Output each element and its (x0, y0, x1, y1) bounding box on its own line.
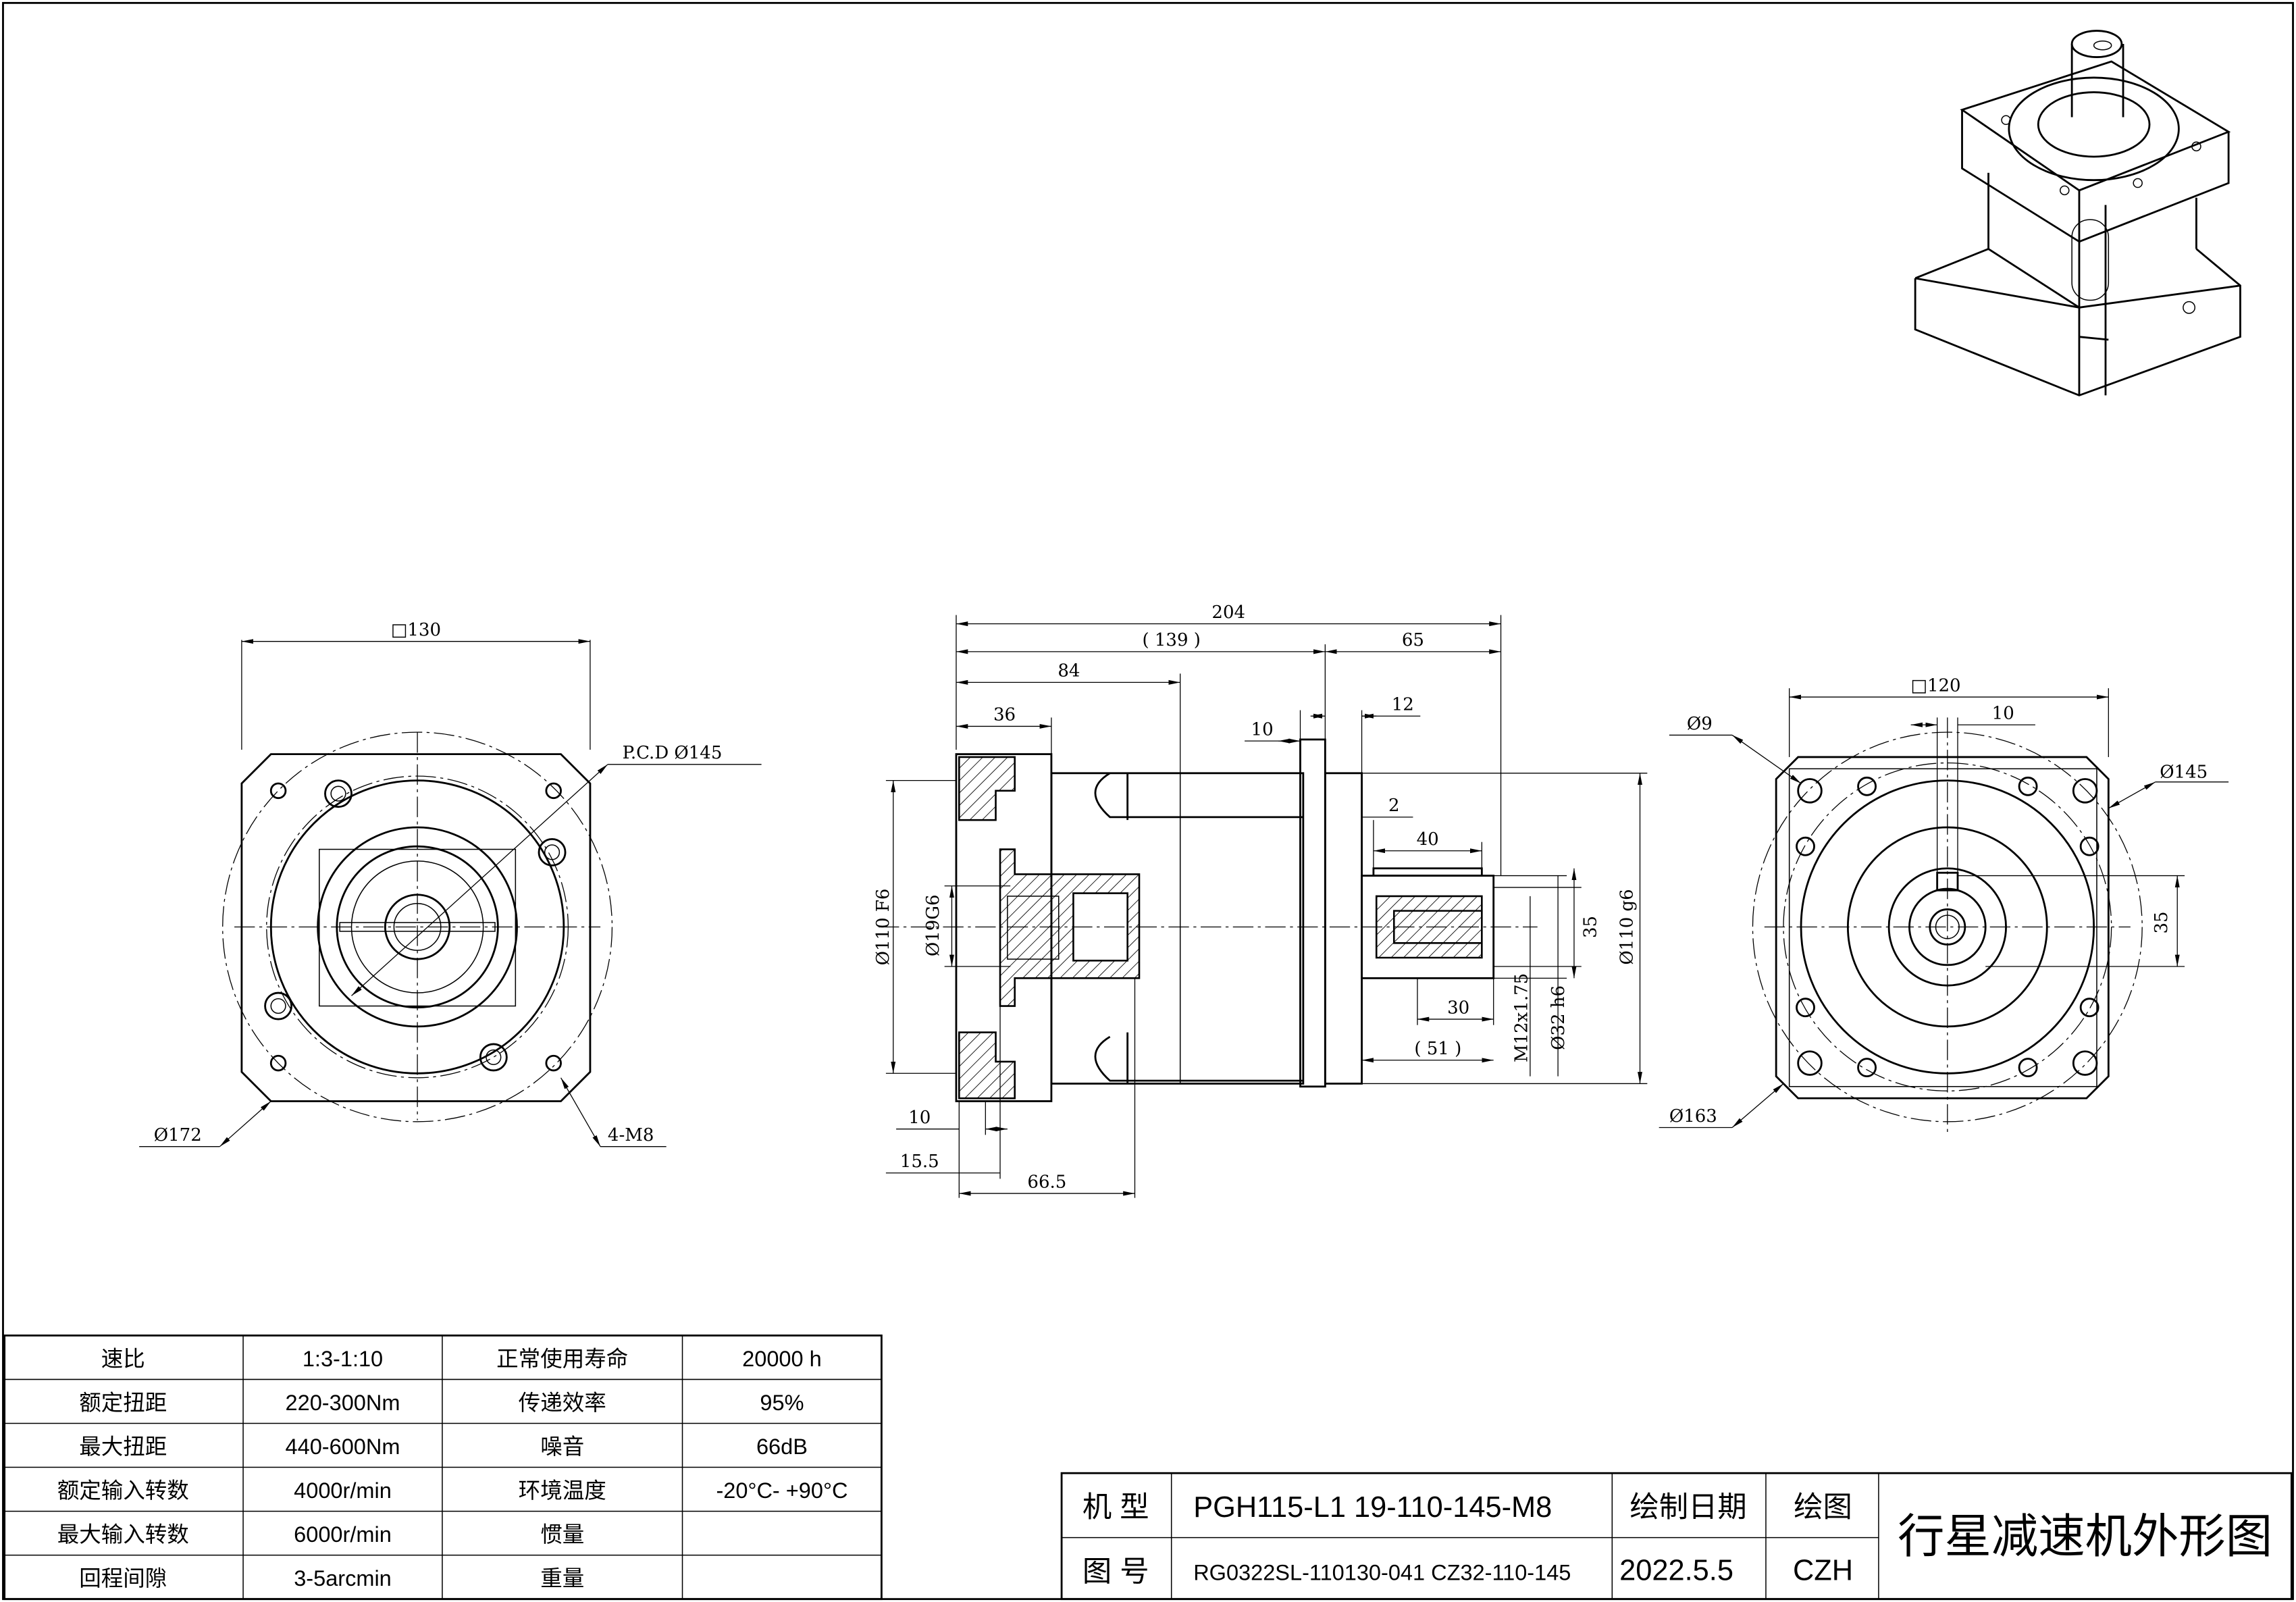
spec-value: 440-600Nm (286, 1435, 400, 1459)
gear-housing (1050, 772, 1305, 1085)
spec-value: 220-300Nm (286, 1391, 400, 1415)
dimensions-left: Ø110 F6 Ø19G6 (873, 779, 1011, 1074)
spec-value: -20°C- +90°C (716, 1478, 847, 1503)
spec-label: 回程间隙 (79, 1566, 167, 1591)
dim-bore: Ø19G6 (923, 894, 943, 956)
dim-10-top: 10 (1251, 719, 1274, 740)
drawing-title: 行星减速机外形图 (1898, 1509, 2272, 1562)
dim-tap: M12x1.75 (1512, 973, 1532, 1062)
dimensions-top: 204 ( 139 ) 65 84 36 10 12 2 40 (956, 602, 1502, 876)
spec-label: 正常使用寿命 (496, 1347, 628, 1371)
model-label: 机 型 (1082, 1491, 1149, 1524)
dim-15-5: 15.5 (900, 1152, 939, 1172)
spec-label: 额定扭距 (79, 1391, 167, 1415)
spec-value: 4000r/min (294, 1478, 392, 1503)
dim-84: 84 (1058, 661, 1080, 681)
dim-shaft: Ø32 h6 (1548, 985, 1569, 1050)
dim-pilot-out: Ø110 g6 (1617, 889, 1638, 964)
spec-label: 传递效率 (519, 1391, 606, 1415)
dimensions-right: 35 Ø110 g6 M12x1.75 Ø32 h6 (1325, 773, 1648, 1085)
drawing-no-value: RG0322SL-110130-041 CZ32-110-145 (1193, 1560, 1571, 1584)
spec-label: 噪音 (540, 1435, 584, 1459)
isometric-view (1914, 30, 2241, 396)
spec-label: 重量 (540, 1566, 584, 1591)
flange-square (240, 753, 592, 1102)
dim-30: 30 (1447, 998, 1469, 1018)
dim-10-bottom: 10 (908, 1108, 931, 1128)
spec-label: 惯量 (540, 1522, 584, 1547)
dim-12: 12 (1392, 695, 1414, 715)
date-value: 2022.5.5 (1619, 1554, 1733, 1586)
dim-shaft-ref: ( 51 ) (1414, 1039, 1461, 1059)
dim-rear-35: 35 (2151, 911, 2172, 933)
spec-value: 1:3-1:10 (303, 1347, 383, 1371)
spec-table: 速比 1:3-1:10 正常使用寿命 20000 h 额定扭距 220-300N… (3, 1334, 883, 1601)
dim-rear-outer-dia: Ø163 (1669, 1106, 1717, 1127)
spec-label: 环境温度 (519, 1478, 606, 1503)
dim-square-130: □130 (391, 620, 441, 640)
dim-66-5: 66.5 (1027, 1172, 1066, 1192)
spec-value: 3-5arcmin (294, 1566, 392, 1591)
dim-key-len: 40 (1417, 829, 1439, 850)
front-view: □130 P.C.D Ø145 Ø172 4-M8 (139, 620, 762, 1147)
spec-label: 额定输入转数 (57, 1478, 189, 1503)
dim-2: 2 (1388, 796, 1400, 816)
dim-body-ref: ( 139 ) (1142, 630, 1200, 650)
dim-key-width: 10 (1992, 704, 2014, 724)
dim-rear-square: □120 (1910, 675, 1960, 696)
spec-label: 最大扭距 (79, 1435, 167, 1459)
dim-pcd: P.C.D Ø145 (623, 743, 723, 763)
rear-view: □120 10 Ø9 Ø145 35 Ø163 (1659, 675, 2229, 1135)
dim-rear-pcd: Ø145 (2160, 762, 2208, 782)
drawing-no-label: 图 号 (1082, 1556, 1149, 1588)
spec-label: 速比 (101, 1347, 145, 1371)
dim-hole: Ø9 (1687, 714, 1713, 734)
rear-holes (1796, 776, 2099, 1078)
spec-label: 最大输入转数 (57, 1522, 189, 1547)
dim-outer-dia: Ø172 (154, 1125, 202, 1145)
dim-threads: 4-M8 (608, 1125, 654, 1145)
dim-overall: 204 (1211, 602, 1245, 623)
side-view: 204 ( 139 ) 65 84 36 10 12 2 40 (873, 602, 1648, 1198)
spec-value: 66dB (756, 1435, 808, 1459)
drawer-value: CZH (1793, 1554, 1853, 1586)
dim-35: 35 (1580, 916, 1600, 938)
spec-value: 95% (760, 1391, 804, 1415)
drawer-label: 绘图 (1794, 1491, 1852, 1524)
key (1372, 867, 1483, 877)
dimensions-bottom: 30 ( 51 ) 10 15.5 66.5 (885, 978, 1494, 1198)
title-block: 机 型 PGH115-L1 19-110-145-M8 绘制日期 绘图 图 号 … (1060, 1472, 2293, 1601)
spec-value: 6000r/min (294, 1522, 392, 1547)
date-label: 绘制日期 (1629, 1491, 1746, 1524)
spec-value: 20000 h (742, 1347, 822, 1371)
dim-output-len: 65 (1402, 630, 1424, 650)
dim-36: 36 (993, 705, 1016, 725)
dim-pilot-in: Ø110 F6 (873, 889, 893, 966)
model-value: PGH115-L1 19-110-145-M8 (1193, 1491, 1552, 1524)
